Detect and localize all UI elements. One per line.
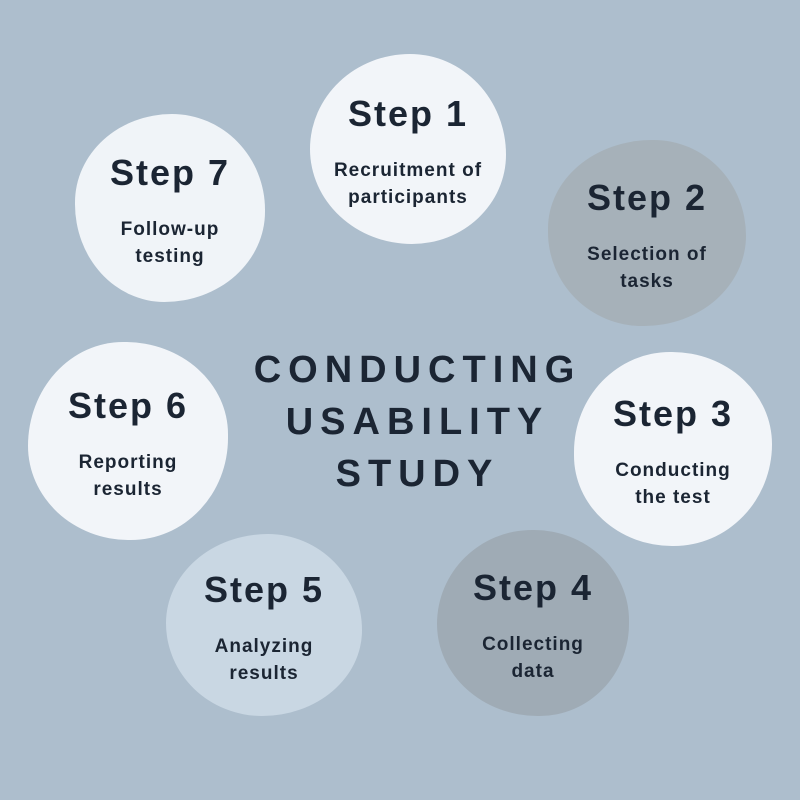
step-6-description: Reporting results bbox=[78, 452, 178, 500]
step-2-label: Step 2 bbox=[586, 177, 708, 219]
step-5-description: Analyzing results bbox=[214, 636, 314, 684]
step-7-description: Follow-up testing bbox=[120, 219, 220, 267]
step-6-blob: Step 6 Reporting results bbox=[28, 342, 228, 540]
step-3-label: Step 3 bbox=[612, 393, 734, 435]
step-5-blob: Step 5 Analyzing results bbox=[166, 534, 362, 716]
step-3-blob: Step 3 Conducting the test bbox=[574, 352, 772, 546]
step-5-label: Step 5 bbox=[203, 569, 325, 611]
step-7-label: Step 7 bbox=[109, 152, 231, 194]
step-4-label: Step 4 bbox=[472, 567, 594, 609]
page-title: CONDUCTING USABILITY STUDY bbox=[210, 344, 625, 500]
step-7-blob: Step 7 Follow-up testing bbox=[75, 114, 265, 302]
title-line-2: USABILITY bbox=[285, 401, 550, 443]
step-4-blob: Step 4 Collecting data bbox=[437, 530, 629, 716]
step-1-blob: Step 1 Recruitment of participants bbox=[310, 54, 506, 244]
title-line-1: CONDUCTING bbox=[253, 349, 582, 391]
step-1-label: Step 1 bbox=[347, 93, 469, 135]
step-3-description: Conducting the test bbox=[615, 460, 731, 508]
step-2-blob: Step 2 Selection of tasks bbox=[548, 140, 746, 326]
step-2-description: Selection of tasks bbox=[587, 244, 707, 292]
title-line-3: STUDY bbox=[335, 453, 500, 495]
step-6-label: Step 6 bbox=[67, 385, 189, 427]
step-1-description: Recruitment of participants bbox=[333, 160, 483, 208]
step-4-description: Collecting data bbox=[482, 634, 584, 682]
